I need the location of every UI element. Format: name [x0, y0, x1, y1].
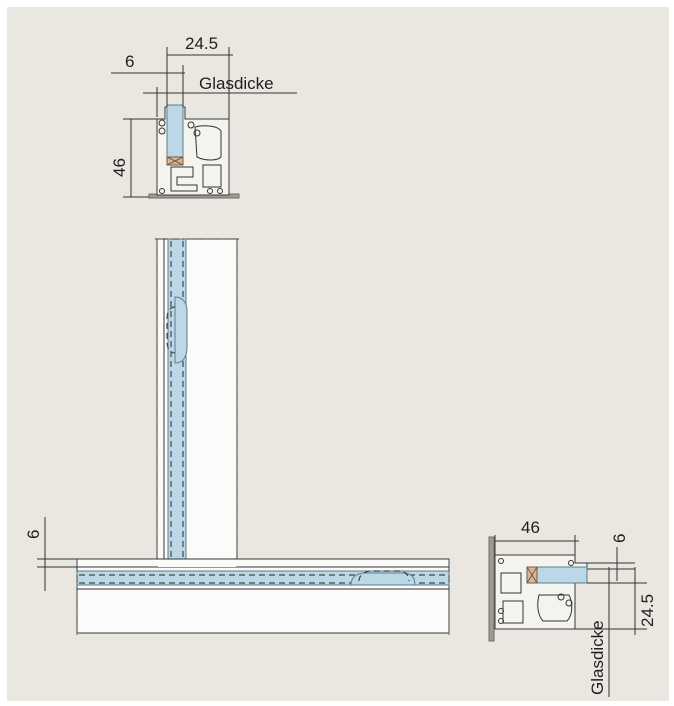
technical-drawing: 24.5 6 Glasdicke 46 — [24, 34, 657, 697]
right-section-detail: 46 6 24.5 Glasdicke — [488, 518, 657, 697]
right-small-label: 6 — [610, 534, 629, 543]
right-glass-pane — [534, 566, 588, 584]
right-depth-label: 24.5 — [638, 594, 657, 627]
top-glass-thickness-label: Glasdicke — [199, 74, 274, 93]
top-small-width-label: 6 — [125, 52, 134, 71]
left-gap-label: 6 — [24, 530, 43, 539]
right-glass-thickness-label: Glasdicke — [588, 620, 607, 695]
top-width-label: 24.5 — [185, 34, 218, 53]
right-width-label: 46 — [521, 518, 540, 537]
top-height-label: 46 — [110, 158, 129, 177]
drawing-panel: 24.5 6 Glasdicke 46 — [7, 7, 669, 701]
top-section-detail: 24.5 6 Glasdicke 46 — [110, 34, 297, 199]
right-wall-plate — [488, 536, 495, 642]
top-glass-pane — [166, 104, 184, 164]
main-frame-elevation: 6 — [24, 238, 450, 635]
horizontal-frame-member — [76, 558, 450, 634]
